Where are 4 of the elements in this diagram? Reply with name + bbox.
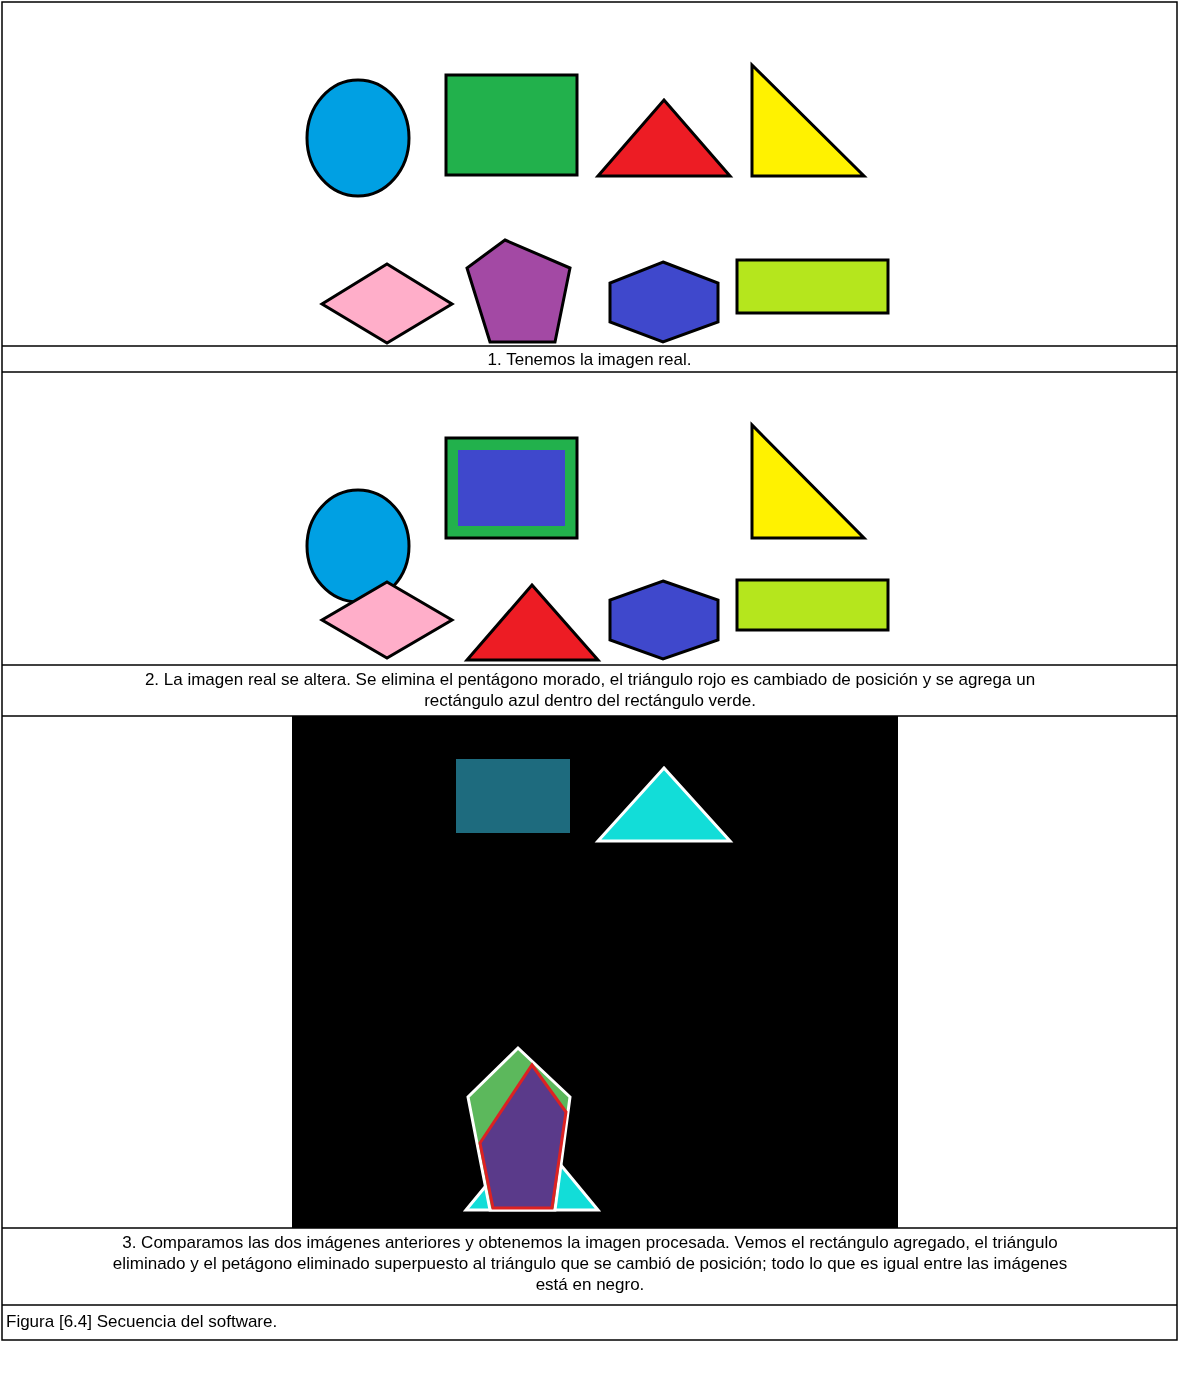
step-caption: 2. La imagen real se altera. Se elimina el pentágono morado, el triángulo rojo es cambiado de posición y se agrega un rectángulo azul dentro del rectángulo verde. <box>143 669 1037 711</box>
figure-caption: Figura [6.4] Secuencia del software. <box>6 1311 278 1332</box>
step-caption: 3. Comparamos las dos imágenes anteriores y obtenemos la imagen procesada. Vemos el rectángulo agregado, el triángulo eliminado y el petágono eliminado superpuesto al triángulo que se cambió de posición; todo lo que es igual entre las imágenes está en negro. <box>111 1232 1069 1295</box>
step-caption: 1. Tenemos la imagen real. <box>486 349 693 370</box>
